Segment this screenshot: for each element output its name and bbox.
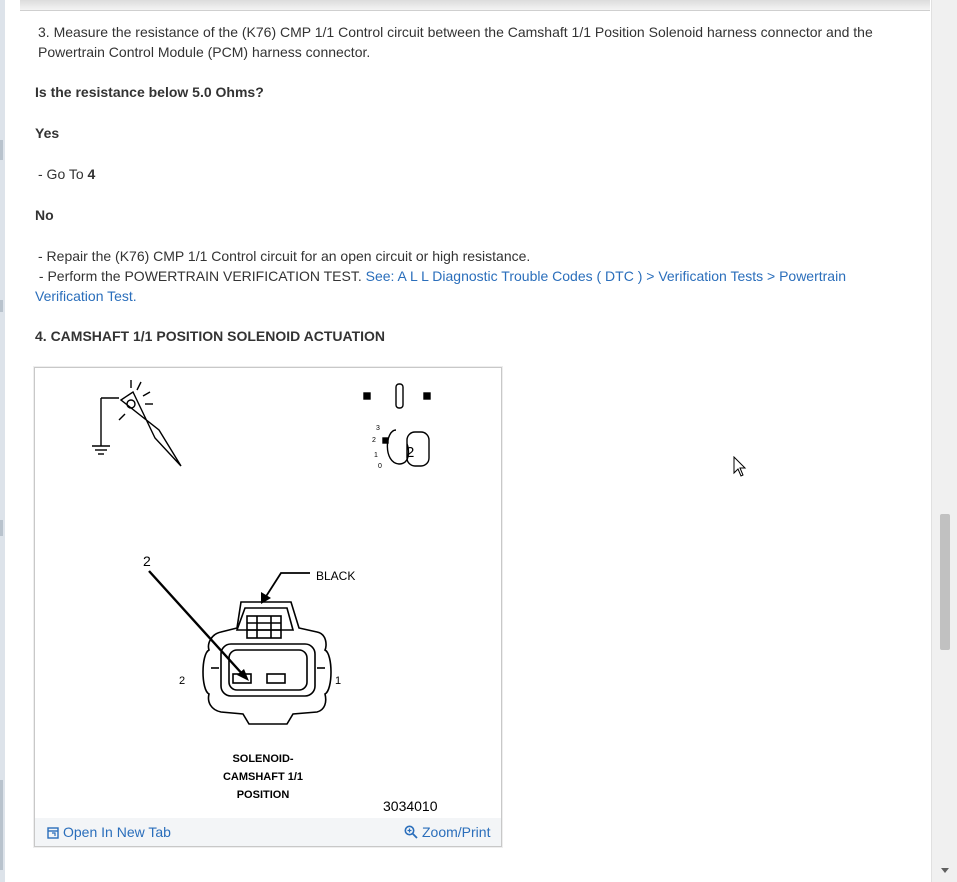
caption-line-3: POSITION [237,789,290,801]
key-position-1: 1 [374,452,378,459]
color-leader-line [264,572,310,599]
zoom-print-button[interactable]: Zoom/Print [404,824,490,840]
no-action-repair: - Repair the (K76) CMP 1/1 Control circu… [38,248,531,264]
connector-diagram: 2 3 2 1 0 2 BLACK 2 1 [92,380,438,814]
zoom-print-label: Zoom/Print [422,824,491,840]
step3-instruction: 3. Measure the resistance of the (K76) C… [38,24,873,60]
open-new-tab-label: Open In New Tab [63,824,171,840]
caption-line-1: SOLENOID- [232,753,293,765]
scrollbar-thumb[interactable] [940,514,950,650]
left-rail-mark [0,520,3,536]
no-label: No [35,207,54,223]
figure-toolbar: Open In New Tab Zoom/Print [35,818,501,846]
left-rail-mark [0,300,3,312]
header-shadow [20,0,930,11]
color-leader-arrowhead [261,592,271,604]
callout-arrow [148,570,246,678]
left-rail [0,0,5,882]
open-new-tab-button[interactable]: Open In New Tab [47,824,171,840]
ignition-key-icon [363,383,431,467]
yes-action-target: 4 [87,166,96,182]
magnifier-icon [404,825,418,839]
vertical-scrollbar[interactable] [931,0,957,882]
callout-number: 2 [143,553,151,569]
test-light-icon [92,380,182,467]
key-position-3: 3 [376,425,380,432]
yes-label: Yes [35,125,60,141]
left-rail-mark [0,780,3,870]
callout-arrowhead [237,669,249,681]
yes-action: - Go To 4 [38,164,95,184]
scrollbar-track[interactable] [940,16,949,866]
key-number: 2 [406,444,414,461]
no-action-verify-text: - Perform the POWERTRAIN VERIFICATION TE… [38,268,366,284]
verification-test-link[interactable]: See: A L L Diagnostic Trouble Codes ( DT… [35,268,846,304]
step3-question: Is the resistance below 5.0 Ohms? [35,84,264,100]
no-action-verify: - Perform the POWERTRAIN VERIFICATION TE… [35,266,915,306]
caption-line-2: CAMSHAFT 1/1 [223,771,303,783]
scroll-down-arrow-icon[interactable] [941,868,949,873]
step4-heading: 4. CAMSHAFT 1/1 POSITION SOLENOID ACTUAT… [35,328,386,344]
pin-label-right: 1 [335,675,341,687]
yes-action-text: - Go To [38,166,88,182]
mouse-cursor-icon [733,456,747,477]
figure-id: 3034010 [383,798,438,814]
key-position-2: 2 [372,437,376,444]
connector-figure: 2 3 2 1 0 2 BLACK 2 1 [34,367,502,847]
left-rail-mark [0,140,3,160]
pin-label-left: 2 [179,675,185,687]
key-position-0: 0 [378,463,382,470]
connector-color-label: BLACK [316,569,355,583]
connector-body [202,601,332,725]
new-tab-icon [47,827,59,839]
